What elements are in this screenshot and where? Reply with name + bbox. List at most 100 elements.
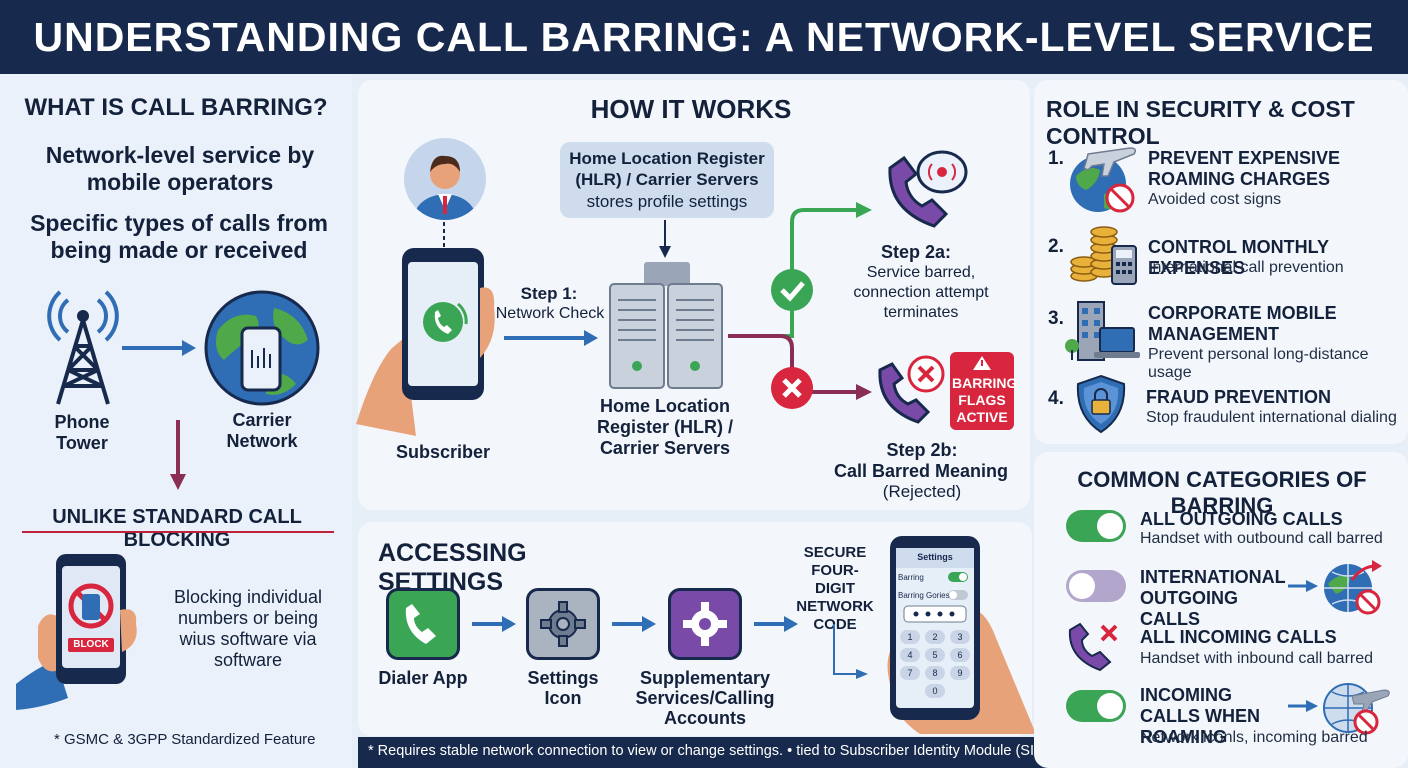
network-label: Carrier Network (226, 410, 298, 451)
plane-globe-icon (1070, 147, 1137, 213)
step1-title: Step 1: (520, 284, 578, 303)
connector-line (443, 222, 445, 252)
role-item-1-sub: Avoided cost signs (1148, 191, 1282, 208)
phone-barred-icon (1068, 622, 1118, 672)
phone-tower-icon (47, 290, 119, 405)
step2b-sub: (Rejected) (882, 482, 962, 501)
keypad-key[interactable]: 1 (900, 630, 920, 644)
toggle-all-outgoing[interactable] (1066, 510, 1126, 542)
hlr-box-title: Home Location Register (HLR) / Carrier S… (569, 149, 765, 189)
cat-1-title: ALL OUTGOING CALLS (1140, 509, 1343, 529)
what-is-title: WHAT IS CALL BARRING? (24, 94, 328, 121)
globe-outgoing-icon (1324, 560, 1382, 615)
toggle-incoming-roaming[interactable] (1066, 690, 1126, 722)
x-icon (771, 367, 813, 409)
keypad-key[interactable]: 7 (900, 666, 920, 680)
supp-label: Supplementary Services/Calling Accounts (635, 668, 775, 728)
cat-2-title: INTERNATIONAL OUTGOING CALLS (1140, 567, 1286, 629)
divider (22, 531, 334, 533)
phone-signal-icon (888, 150, 968, 228)
step1-text: Network Check (495, 305, 605, 322)
keypad-key[interactable]: 2 (925, 630, 945, 644)
what-is-line1: Network-level service by mobile operator… (45, 142, 315, 195)
flags-badge-text: BARRING FLAGS ACTIVE (952, 375, 1018, 425)
settings-footnote: * Requires stable network connection to … (368, 743, 1051, 759)
arrow-right-icon (754, 616, 798, 632)
keypad-key[interactable]: 0 (925, 684, 945, 698)
arrow-right-icon (1288, 580, 1318, 592)
phone-row-barring-gories[interactable]: Barring Gories (898, 591, 950, 600)
building-laptop-icon (1065, 301, 1140, 361)
settings-title: ACCESSING SETTINGS (378, 539, 527, 596)
hlr-info-box (560, 142, 774, 218)
role-item-2-title: CONTROL MONTHLY EXPENSES (1148, 237, 1329, 278)
role-item-3-title: CORPORATE MOBILE MANAGEMENT (1148, 303, 1337, 344)
tower-label: Phone Tower (54, 412, 110, 453)
arrow-down-small-icon (659, 220, 671, 258)
arrow-right-icon (1288, 700, 1318, 712)
keypad-key[interactable]: 8 (925, 666, 945, 680)
phone-rejected-icon (878, 355, 945, 424)
step2a-text: Service barred, connection attempt termi… (853, 264, 989, 321)
check-icon (771, 269, 813, 311)
keypad-key[interactable]: 4 (900, 648, 920, 662)
unlike-title: UNLIKE STANDARD CALL BLOCKING (52, 506, 302, 551)
keypad-key[interactable]: 9 (950, 666, 970, 680)
arrow-right-icon (612, 616, 656, 632)
cat-3-title: ALL INCOMING CALLS (1140, 627, 1337, 647)
role-num-4: 4. (1048, 388, 1064, 409)
categories-title: COMMON CATEGORIES OF BARRING (1077, 467, 1367, 518)
warning-icon (973, 356, 991, 370)
coins-calculator-icon (1070, 226, 1137, 285)
gear-icon (540, 601, 586, 647)
arrow-right-icon (472, 616, 516, 632)
cat-3-sub: Handset with inbound call barred (1140, 650, 1374, 667)
avatar (404, 138, 486, 220)
blocked-phone-icon (16, 554, 137, 710)
role-num-1: 1. (1048, 148, 1064, 169)
subscriber-phone-icon (356, 248, 495, 436)
role-num-2: 2. (1048, 236, 1064, 257)
what-footnote: * GSMC & 3GPP Standardized Feature (54, 731, 316, 748)
cat-4-title: INCOMING CALLS WHEN ROAMING (1140, 685, 1260, 747)
phone-row-barring[interactable]: Barring (898, 573, 924, 582)
arrow-step1-icon (504, 330, 598, 346)
toggle-international-outgoing[interactable] (1066, 570, 1126, 602)
role-num-3: 3. (1048, 308, 1064, 329)
cat-4-sub: Network iconls, incoming barred (1140, 729, 1368, 746)
server-icon (609, 262, 723, 389)
globe-network-icon (204, 290, 320, 406)
arrow-right-icon (122, 340, 196, 356)
role-item-4-title: FRAUD PREVENTION (1146, 387, 1332, 407)
hlr-box-sub: stores profile settings (586, 192, 748, 211)
role-item-1-title: PREVENT EXPENSIVE ROAMING CHARGES (1148, 148, 1341, 189)
block-badge: BLOCK (73, 639, 109, 650)
blocking-text: Blocking individual numbers or being wiu… (173, 587, 323, 670)
page-title: UNDERSTANDING CALL BARRING: A NETWORK-LE… (0, 0, 1408, 74)
role-item-4-sub: Stop fraudulent international dialing (1146, 409, 1397, 426)
phone-icon (405, 604, 436, 644)
step2b-text: Call Barred Meaning (833, 461, 1009, 481)
connector-line (833, 624, 868, 679)
secure-code-label: SECURE FOUR-DIGIT NETWORK CODE (796, 544, 874, 633)
arrow-down-icon (170, 420, 186, 490)
what-is-line2: Specific types of calls from being made … (30, 210, 328, 263)
role-item-3-sub: Prevent personal long-distance usage (1148, 346, 1369, 381)
role-title: ROLE IN SECURITY & COST CONTROL (1046, 96, 1355, 149)
shield-lock-icon (1076, 374, 1126, 434)
phone-keypad: 1 2 3 4 5 6 7 8 9 0 (900, 630, 970, 698)
how-title: HOW IT WORKS (590, 94, 792, 124)
gear-icon (683, 602, 727, 646)
settings-label: Settings Icon (527, 668, 599, 708)
keypad-key[interactable]: 5 (925, 648, 945, 662)
step2b-title: Step 2b: (886, 440, 958, 460)
subscriber-label: Subscriber (395, 442, 491, 462)
dialer-label: Dialer App (378, 668, 468, 688)
role-item-2-sub: International call prevention (1148, 259, 1344, 276)
keypad-key[interactable]: 6 (950, 648, 970, 662)
dialer-app-button[interactable] (386, 588, 460, 660)
phone-screen-header: Settings (917, 552, 953, 562)
keypad-key[interactable]: 3 (950, 630, 970, 644)
settings-footnote-bar (358, 737, 1052, 768)
server-label: Home Location Register (HLR) / Carrier S… (596, 396, 733, 458)
